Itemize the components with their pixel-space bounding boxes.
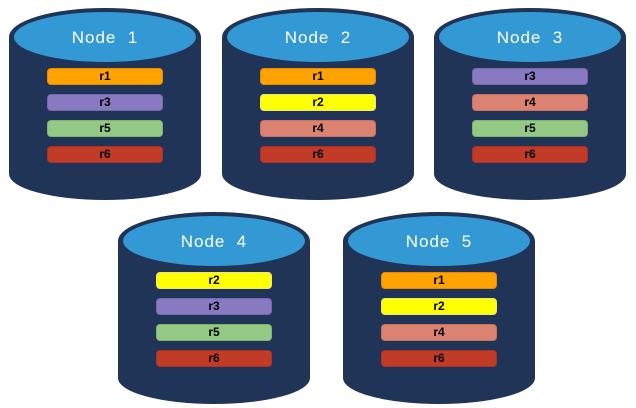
replica-list: r1 r2 r4 r6 [381,272,497,367]
node-title: Node 4 [180,232,248,251]
replica-list: r1 r2 r4 r6 [260,68,376,163]
replica-bar: r6 [156,350,272,367]
cylinder-top-face [439,12,621,62]
replica-bar: r6 [381,350,497,367]
replica-bar: r6 [260,146,376,163]
replica-bar: r5 [156,324,272,341]
node-title: Node 2 [284,28,352,47]
replica-bar: r4 [381,324,497,341]
replica-list: r3 r4 r5 r6 [472,68,588,163]
replica-bar: r2 [260,94,376,111]
replica-bar: r5 [47,120,163,137]
replica-bar: r3 [47,94,163,111]
node-title: Node 5 [405,232,473,251]
database-node-1: Node 1 r1 r3 r5 r6 [9,8,201,200]
replica-bar: r2 [381,298,497,315]
replica-bar: r3 [156,298,272,315]
replica-bar: r6 [472,146,588,163]
replica-bar: r1 [260,68,376,85]
replica-bar: r1 [47,68,163,85]
cylinder-top-face [348,216,530,266]
replica-bar: r4 [472,94,588,111]
cylinder-top-face [123,216,305,266]
database-node-3: Node 3 r3 r4 r5 r6 [434,8,626,200]
cylinder-top-face [14,12,196,62]
replica-bar: r1 [381,272,497,289]
database-node-4: Node 4 r2 r3 r5 r6 [118,212,310,404]
database-node-5: Node 5 r1 r2 r4 r6 [343,212,535,404]
replica-list: r1 r3 r5 r6 [47,68,163,163]
replica-list: r2 r3 r5 r6 [156,272,272,367]
node-title: Node 3 [496,28,564,47]
replica-bar: r4 [260,120,376,137]
replica-bar: r6 [47,146,163,163]
database-node-2: Node 2 r1 r2 r4 r6 [222,8,414,200]
replica-bar: r2 [156,272,272,289]
node-title: Node 1 [71,28,139,47]
cylinder-top-face [227,12,409,62]
replica-bar: r3 [472,68,588,85]
replica-bar: r5 [472,120,588,137]
